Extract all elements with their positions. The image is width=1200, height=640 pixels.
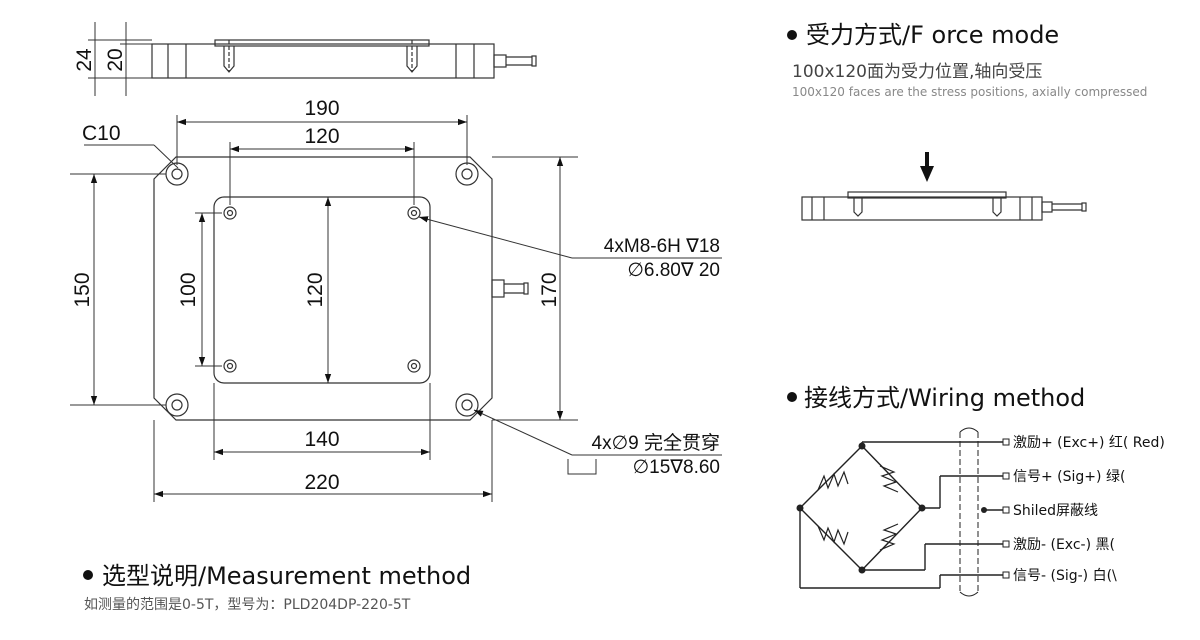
wire-label-exc-plus: 激励+ (Exc+) 红( Red) xyxy=(1013,434,1165,451)
wire-label-exc-minus: 激励- (Exc-) 黑( xyxy=(1013,536,1115,553)
dim-220: 220 xyxy=(304,471,339,494)
hole-spec-line1: 4x∅9 完全贯穿 xyxy=(592,432,720,454)
dim-140: 140 xyxy=(304,428,339,451)
force-mode-desc-cn: 100x120面为受力位置,轴向受压 xyxy=(792,62,1042,82)
terminal-icons xyxy=(1002,438,1010,579)
bullet-icon xyxy=(83,570,93,580)
force-arrow-icon xyxy=(920,152,934,182)
wire-label-sig-plus: 信号+ (Sig+) 绿( xyxy=(1013,469,1125,485)
wire-label-sig-minus: 信号- (Sig-) 白(\ xyxy=(1013,568,1117,584)
dim-170: 170 xyxy=(538,272,561,307)
dim-120-height: 120 xyxy=(304,272,327,307)
thread-spec-line2: ∅6.80∇ 20 xyxy=(627,260,720,281)
wire-label-shield: Shiled屏蔽线 xyxy=(1013,503,1098,519)
hole-spec-line2: ∅15∇8.60 xyxy=(633,457,720,478)
dim-side-20: 20 xyxy=(104,48,127,71)
bullet-icon xyxy=(787,30,797,40)
dim-100: 100 xyxy=(177,272,200,307)
plan-dimensions xyxy=(70,115,722,502)
bullet-icon xyxy=(787,392,797,402)
wiring-heading: 接线方式/Wiring method xyxy=(804,384,1085,412)
selection-note: 如测量的范围是0-5T，型号为：PLD204DP-220-5T xyxy=(84,596,411,613)
force-mode-desc-en: 100x120 faces are the stress positions, … xyxy=(792,85,1147,99)
plan-view xyxy=(153,156,529,421)
dim-120-width: 120 xyxy=(304,125,339,148)
side-view xyxy=(151,39,537,79)
bridge-nodes xyxy=(796,442,987,574)
selection-heading: 选型说明/Measurement method xyxy=(102,562,471,590)
dim-190: 190 xyxy=(304,97,339,120)
side-height-dimension xyxy=(88,22,152,96)
wheatstone-bridge xyxy=(799,427,1003,597)
thread-spec-line1: 4xM8-6H ∇18 xyxy=(604,236,720,257)
force-mode-heading: 受力方式/F orce mode xyxy=(806,21,1059,49)
dim-150: 150 xyxy=(71,272,94,307)
force-side-view xyxy=(801,191,1087,221)
dim-side-24: 24 xyxy=(73,48,96,72)
dim-chamfer-c10: C10 xyxy=(82,122,121,145)
